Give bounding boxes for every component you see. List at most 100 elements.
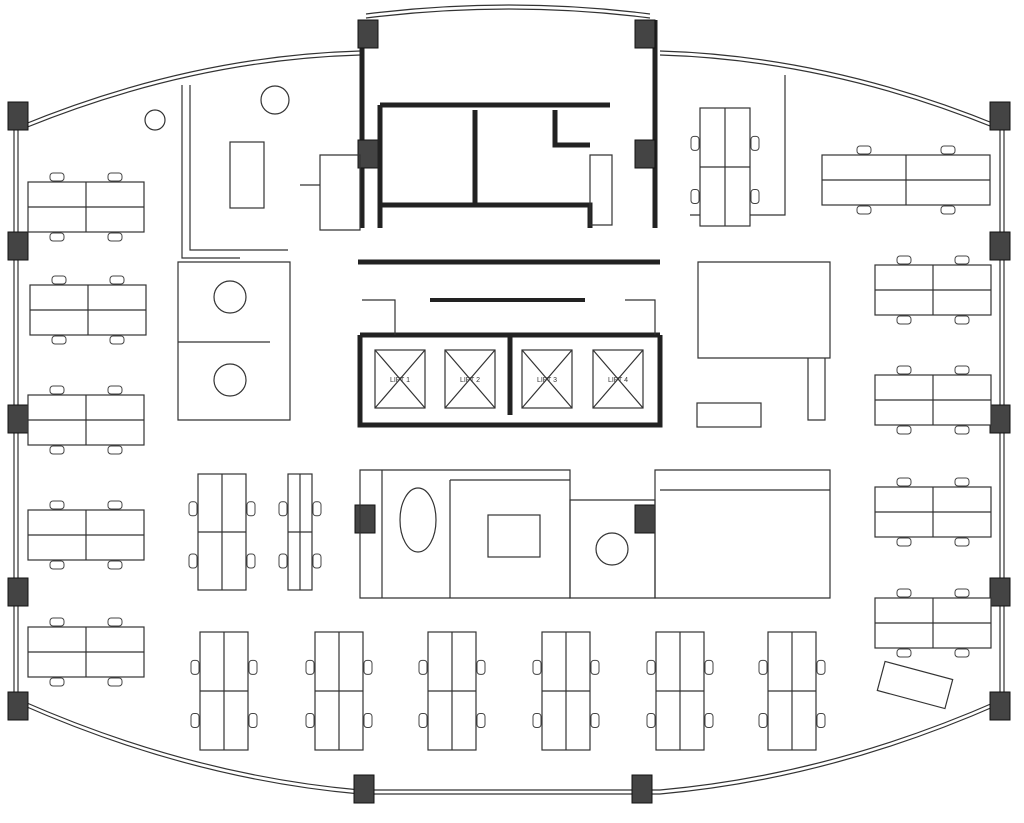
round-table [595, 532, 629, 566]
column [989, 577, 1011, 607]
chair [49, 172, 65, 182]
chair [188, 553, 198, 569]
chair [896, 255, 912, 265]
lift-cross [444, 349, 496, 409]
desk-cluster [29, 275, 147, 345]
column [631, 774, 653, 804]
chair [476, 659, 486, 675]
lift-bank: LIFT 1 LIFT 2 LIFT 3 LIFT 4 [374, 349, 644, 409]
chair [896, 648, 912, 658]
chair [190, 659, 200, 675]
column [354, 504, 376, 534]
chair [704, 659, 714, 675]
chair [107, 172, 123, 182]
lift-cross [592, 349, 644, 409]
desk-cluster [874, 255, 992, 325]
chair [278, 501, 288, 517]
chair [690, 189, 700, 204]
column [634, 504, 656, 534]
chair [532, 713, 542, 728]
chair [49, 617, 65, 627]
chair [954, 648, 970, 658]
curtain-wall-bottom-left [19, 699, 361, 791]
desk-cluster [874, 365, 992, 435]
column [989, 404, 1011, 434]
round-table [213, 363, 247, 397]
chair [940, 145, 956, 155]
chair [109, 275, 125, 285]
oval-meeting-table [399, 487, 437, 553]
chair [816, 659, 826, 675]
chair [532, 659, 542, 675]
chair [49, 560, 65, 570]
meeting-table [876, 660, 954, 710]
chair [51, 275, 67, 285]
column [7, 577, 29, 607]
lift-2: LIFT 2 [444, 349, 496, 409]
chair [954, 365, 970, 375]
desk-cluster [305, 631, 373, 751]
lift-car [444, 349, 496, 409]
chair [590, 659, 600, 675]
chair [954, 477, 970, 487]
structural-columns [7, 19, 1011, 804]
desk-cluster [190, 631, 258, 751]
chair [107, 617, 123, 627]
chair [896, 537, 912, 547]
desk-cluster [758, 631, 826, 751]
column [989, 101, 1011, 131]
chair [363, 659, 373, 675]
chair [248, 713, 258, 728]
chair [246, 553, 256, 569]
chair [49, 445, 65, 455]
chair [758, 659, 768, 675]
lift-label: LIFT 3 [537, 377, 557, 384]
chair [49, 232, 65, 242]
chair [690, 135, 700, 151]
chair [590, 713, 600, 728]
desk-cluster [27, 385, 145, 455]
column [989, 231, 1011, 261]
chair [646, 659, 656, 675]
chair [188, 501, 198, 517]
chair [107, 560, 123, 570]
chair [646, 713, 656, 728]
desk-cluster [188, 473, 256, 591]
chair [896, 477, 912, 487]
chair [363, 713, 373, 728]
chair [418, 659, 428, 675]
chair [816, 713, 826, 728]
desk-cluster [27, 617, 145, 687]
chair [305, 659, 315, 675]
lift-1: LIFT 1 [374, 349, 426, 409]
chair [278, 553, 288, 569]
chair [750, 135, 760, 151]
lift-car [521, 349, 573, 409]
desk-cluster [821, 145, 991, 215]
chair [418, 713, 428, 728]
lift-4: LIFT 4 [592, 349, 644, 409]
chair [49, 385, 65, 395]
chair [896, 315, 912, 325]
chair [49, 500, 65, 510]
desk-cluster [278, 473, 322, 591]
lift-3: LIFT 3 [521, 349, 573, 409]
curtain-wall-bottom-right [659, 699, 1001, 791]
desk-cluster [532, 631, 600, 751]
round-table [260, 85, 290, 115]
column [357, 139, 379, 169]
column [634, 139, 656, 169]
column [7, 691, 29, 721]
lift-car [592, 349, 644, 409]
chair [107, 232, 123, 242]
column [357, 19, 379, 49]
chair [954, 255, 970, 265]
column [7, 231, 29, 261]
column [989, 691, 1011, 721]
workstations [27, 107, 992, 751]
curtain-wall-top-right [659, 54, 1001, 131]
chair [704, 713, 714, 728]
service-core [300, 102, 663, 428]
column [7, 101, 29, 131]
chair [954, 425, 970, 435]
